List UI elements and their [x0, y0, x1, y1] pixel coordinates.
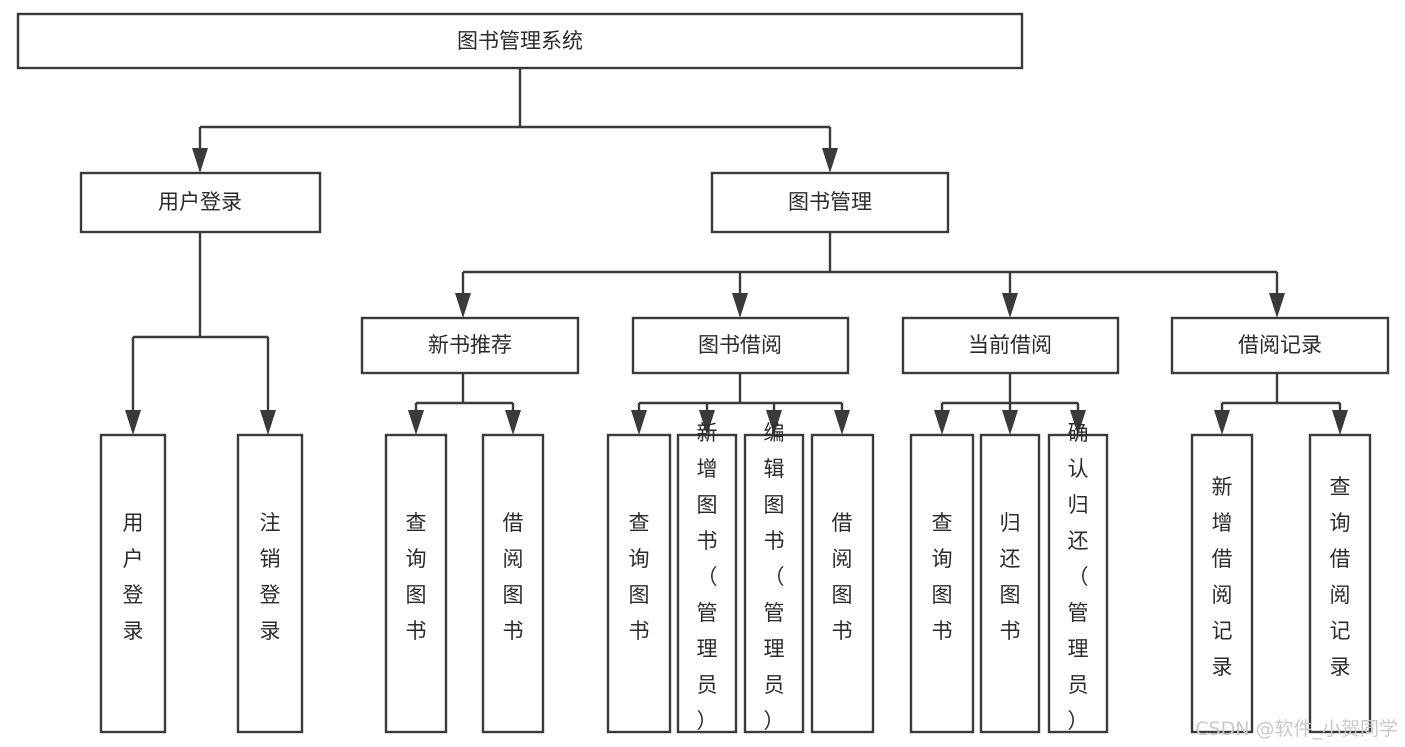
leaf-book-borrow-query-box: [606, 433, 672, 734]
leaf-borrow-record-query[interactable]: 查询借阅记录: [1308, 433, 1372, 734]
arrow-to-current-borrow: [1002, 293, 1018, 318]
node-current-borrow[interactable]: 当前借阅: [901, 316, 1120, 375]
leaf-current-borrow-confirm-box: [1047, 433, 1109, 734]
leaf-book-borrow-edit-box: [743, 433, 805, 734]
node-borrow-record-label: 借阅记录: [1238, 333, 1322, 357]
node-book-borrow-label: 图书借阅: [698, 333, 782, 357]
leaf-user-login-logout[interactable]: 注销登录: [236, 433, 304, 734]
arrow-new-book-leaf-1: [408, 410, 424, 435]
arrow-current-borrow-leaf-2: [1002, 410, 1018, 435]
node-user-login[interactable]: 用户登录: [79, 171, 322, 234]
arrow-book-borrow-leaf-2: [699, 410, 715, 435]
arrow-book-borrow-leaf-1: [631, 410, 647, 435]
leaf-new-book-borrow[interactable]: 借阅图书: [481, 433, 545, 734]
leaf-new-book-query[interactable]: 查询图书: [384, 433, 448, 734]
leaf-borrow-record-add-label: 新增借阅记录: [1212, 475, 1233, 679]
arrow-current-borrow-leaf-3: [1070, 410, 1086, 435]
leaf-current-borrow-confirm[interactable]: 确认归还（管理员）: [1047, 421, 1109, 734]
node-new-book-recommend-box: [360, 316, 580, 375]
arrow-to-book-borrow: [732, 293, 748, 318]
arrow-to-borrow-record: [1269, 293, 1285, 318]
leaf-current-borrow-query-label: 查询图书: [932, 511, 953, 643]
arrow-borrow-record-leaf-1: [1214, 410, 1230, 435]
csdn-watermark: CSDN @软件_小贺同学: [1195, 718, 1398, 740]
leaf-book-borrow-query[interactable]: 查询图书: [606, 433, 672, 734]
leaf-current-borrow-return-box: [979, 433, 1041, 734]
node-user-login-box: [79, 171, 322, 234]
leaf-new-book-query-label: 查询图书: [406, 511, 427, 643]
leaf-borrow-record-add[interactable]: 新增借阅记录: [1190, 433, 1254, 734]
leaf-current-borrow-return-label: 归还图书: [1000, 511, 1021, 643]
leaf-book-borrow-edit-label: 编辑图书（管理员）: [764, 421, 785, 733]
arrow-new-book-leaf-2: [505, 410, 521, 435]
node-current-borrow-label: 当前借阅: [968, 333, 1052, 357]
leaf-current-borrow-return[interactable]: 归还图书: [979, 433, 1041, 734]
arrow-user-login-leaf-1: [125, 410, 141, 435]
leaf-book-borrow-borrow-label: 借阅图书: [832, 511, 853, 643]
leaf-current-borrow-query-box: [909, 433, 975, 734]
node-root-system[interactable]: 图书管理系统: [16, 12, 1024, 70]
arrow-to-book-mgmt: [822, 148, 838, 173]
node-root-box: [16, 12, 1024, 70]
leaf-user-login-logout-box: [236, 433, 304, 734]
arrow-book-borrow-leaf-3: [766, 410, 782, 435]
leaf-current-borrow-confirm-label: 确认归还（管理员）: [1068, 421, 1089, 733]
arrow-borrow-record-leaf-2: [1332, 410, 1348, 435]
arrow-user-login-leaf-2: [260, 410, 276, 435]
leaf-book-borrow-add[interactable]: 新增图书（管理员）: [676, 421, 738, 734]
leaf-book-borrow-add-label: 新增图书（管理员）: [697, 421, 718, 733]
arrow-to-user-login: [192, 148, 208, 173]
node-new-book-recommend[interactable]: 新书推荐: [360, 316, 580, 375]
node-borrow-record[interactable]: 借阅记录: [1170, 316, 1390, 375]
node-user-login-label: 用户登录: [158, 190, 242, 214]
node-new-book-recommend-label: 新书推荐: [428, 333, 512, 357]
leaf-user-login-login[interactable]: 用户登录: [99, 433, 167, 734]
arrow-current-borrow-leaf-1: [934, 410, 950, 435]
node-book-management[interactable]: 图书管理: [710, 171, 950, 234]
node-book-borrow-box: [631, 316, 850, 375]
leaf-book-borrow-borrow-box: [810, 433, 875, 734]
leaf-new-book-query-box: [384, 433, 448, 734]
leaf-new-book-borrow-label: 借阅图书: [503, 511, 524, 643]
node-book-borrow[interactable]: 图书借阅: [631, 316, 850, 375]
node-book-management-label: 图书管理: [788, 190, 872, 214]
connector-layer: [125, 68, 1348, 435]
leaf-book-borrow-query-label: 查询图书: [629, 511, 650, 643]
node-borrow-record-box: [1170, 316, 1390, 375]
arrow-book-borrow-leaf-4: [834, 410, 850, 435]
leaf-book-borrow-add-box: [676, 433, 738, 734]
leaf-borrow-record-add-box: [1190, 433, 1254, 734]
leaf-user-login-login-box: [99, 433, 167, 734]
leaf-user-login-logout-label: 注销登录: [260, 511, 281, 643]
arrow-to-new-book: [455, 293, 471, 318]
leaf-new-book-borrow-box: [481, 433, 545, 734]
node-current-borrow-box: [901, 316, 1120, 375]
leaf-current-borrow-query[interactable]: 查询图书: [909, 433, 975, 734]
leaf-borrow-record-query-label: 查询借阅记录: [1330, 475, 1351, 679]
node-root-label: 图书管理系统: [457, 29, 583, 53]
leaf-borrow-record-query-box: [1308, 433, 1372, 734]
leaf-book-borrow-edit[interactable]: 编辑图书（管理员）: [743, 421, 805, 734]
node-book-management-box: [710, 171, 950, 234]
leaf-user-login-login-label: 用户登录: [123, 511, 144, 643]
leaf-book-borrow-borrow[interactable]: 借阅图书: [810, 433, 875, 734]
